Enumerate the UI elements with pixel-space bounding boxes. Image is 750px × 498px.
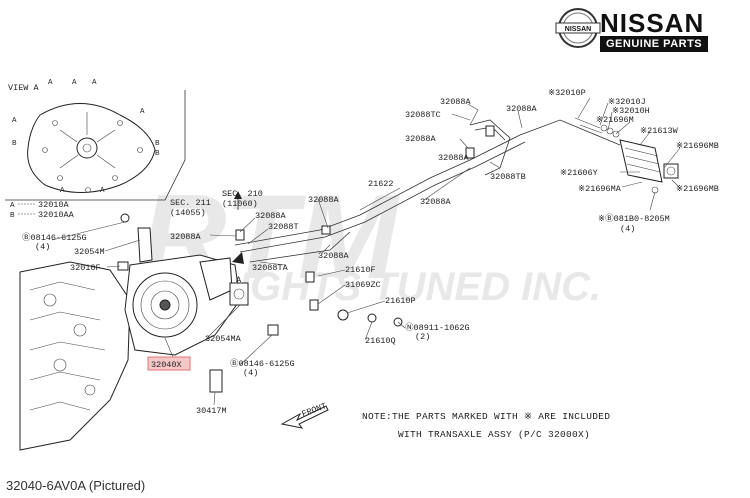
label-32088a-2: 32088A xyxy=(506,104,538,114)
label-32010p: ※32010P xyxy=(548,88,586,98)
sec210-arrowhead-icon xyxy=(234,191,242,199)
view-a-marker-b-3: B xyxy=(155,150,160,158)
label-32088a-4: 32088A xyxy=(438,153,470,163)
view-a-marker-a-6: A xyxy=(60,187,65,195)
label-sec210-ref: (11060) xyxy=(222,199,258,209)
legend-b-code: 32010AA xyxy=(38,210,75,220)
front-arrow-icon xyxy=(280,405,329,429)
label-08911-qty: (2) xyxy=(415,332,430,342)
label-sec211: SEC. 211 xyxy=(170,198,211,208)
label-21610q: 21610Q xyxy=(365,336,396,346)
highlight-32040x xyxy=(147,356,191,371)
label-32010h: ※32010H xyxy=(612,106,650,116)
label-32088a-9: 32088A xyxy=(318,251,350,261)
view-a-marker-a-4: A xyxy=(140,108,145,116)
watermark-text: RIGHTS TUNED INC. xyxy=(210,265,601,309)
view-a-marker-a-7: A xyxy=(100,187,105,195)
label-31069zc: 31069ZC xyxy=(345,280,381,290)
legend-a-key: A xyxy=(10,202,15,210)
label-32010j: ※32010J xyxy=(608,97,646,107)
label-32088tc: 32088TC xyxy=(405,110,441,120)
label-21696ma: ※21696MA xyxy=(578,184,622,194)
view-a-panel: VIEW A A A A A A B B B A xyxy=(5,79,186,220)
view-a-title: VIEW A xyxy=(8,83,40,93)
label-32054ma: 32054MA xyxy=(205,334,242,344)
label-08911: Ⓝ08911-1062G xyxy=(405,323,470,333)
legend-a-code: 32010A xyxy=(38,200,70,210)
label-32088tb: 32088TB xyxy=(490,172,526,182)
label-08146-2-qty: (4) xyxy=(243,368,258,378)
engine-block-drawing xyxy=(19,261,131,451)
label-08146-2: Ⓑ08146-6125G xyxy=(230,359,295,369)
nissan-logo-icon: NISSAN xyxy=(555,8,601,48)
label-32054m: 32054M xyxy=(74,247,105,257)
label-32088a-3: 32088A xyxy=(405,134,437,144)
view-a-arrow-icon xyxy=(232,252,244,264)
label-08146-1: Ⓑ08146-6125G xyxy=(22,233,87,243)
label-21613w: ※21613W xyxy=(640,126,679,136)
label-32088a-1: 32088A xyxy=(440,97,472,107)
label-32040x: 32040X xyxy=(151,360,182,370)
label-32088a-6: 32088A xyxy=(308,195,340,205)
view-a-housing-drawing xyxy=(27,103,156,193)
note-line-2: WITH TRANSAXLE ASSY (P/C 32000X) xyxy=(398,429,590,440)
legend-b-key: B xyxy=(10,212,15,220)
transmission-drawing xyxy=(124,254,249,356)
label-marker-a: A xyxy=(236,275,242,285)
label-32088a-7: 32088A xyxy=(255,211,287,221)
view-a-marker-a-2: A xyxy=(72,79,77,87)
label-21696m: ※21696M xyxy=(596,115,634,125)
label-32088ta: 32088TA xyxy=(252,263,289,273)
label-30417m: 30417M xyxy=(196,406,227,416)
view-a-marker-b-2: B xyxy=(155,140,160,148)
view-a-border xyxy=(5,90,186,201)
view-a-marker-a-3: A xyxy=(92,79,97,87)
cooler-hose-drawing xyxy=(234,119,621,311)
leader-lines xyxy=(51,97,681,406)
label-21606y: ※21606Y xyxy=(560,168,598,178)
part-caption: 32040-6AV0A (Pictured) xyxy=(6,478,146,493)
oil-cooler-drawing xyxy=(574,117,679,194)
bracket-drawing xyxy=(117,213,403,393)
label-21696mb-1: ※21696MB xyxy=(676,141,719,151)
note-line-1: NOTE:THE PARTS MARKED WITH ※ ARE INCLUDE… xyxy=(362,411,610,422)
label-sec210: SEC. 210 xyxy=(222,189,263,199)
label-081b0-qty: (4) xyxy=(620,224,635,234)
view-a-marker-a-5: A xyxy=(12,117,17,125)
label-32088a-5: 32088A xyxy=(420,197,452,207)
brand-name: NISSAN xyxy=(600,8,705,38)
view-a-marker-a-1: A xyxy=(48,79,53,87)
label-21622: 21622 xyxy=(368,179,394,189)
label-21696mb-2: ※21696MB xyxy=(676,184,719,194)
part-labels: 32088A 32088TC 32088A 32088A 32088A 3208… xyxy=(22,88,719,419)
label-08146-1-qty: (4) xyxy=(35,242,50,252)
label-32010f: 32010F xyxy=(70,263,101,273)
view-a-marker-b-1: B xyxy=(12,140,17,148)
label-32088a-8: 32088A xyxy=(170,232,202,242)
label-32088t: 32088T xyxy=(268,222,299,232)
brand-subtitle: GENUINE PARTS xyxy=(600,36,709,52)
nissan-logo-text: NISSAN xyxy=(565,26,591,33)
label-21610p: 21610P xyxy=(385,296,416,306)
label-081b0: ※Ⓑ081B0-8205M xyxy=(598,214,670,224)
label-sec211-ref: (14055) xyxy=(170,208,206,218)
label-21610f: 21610F xyxy=(345,265,376,275)
